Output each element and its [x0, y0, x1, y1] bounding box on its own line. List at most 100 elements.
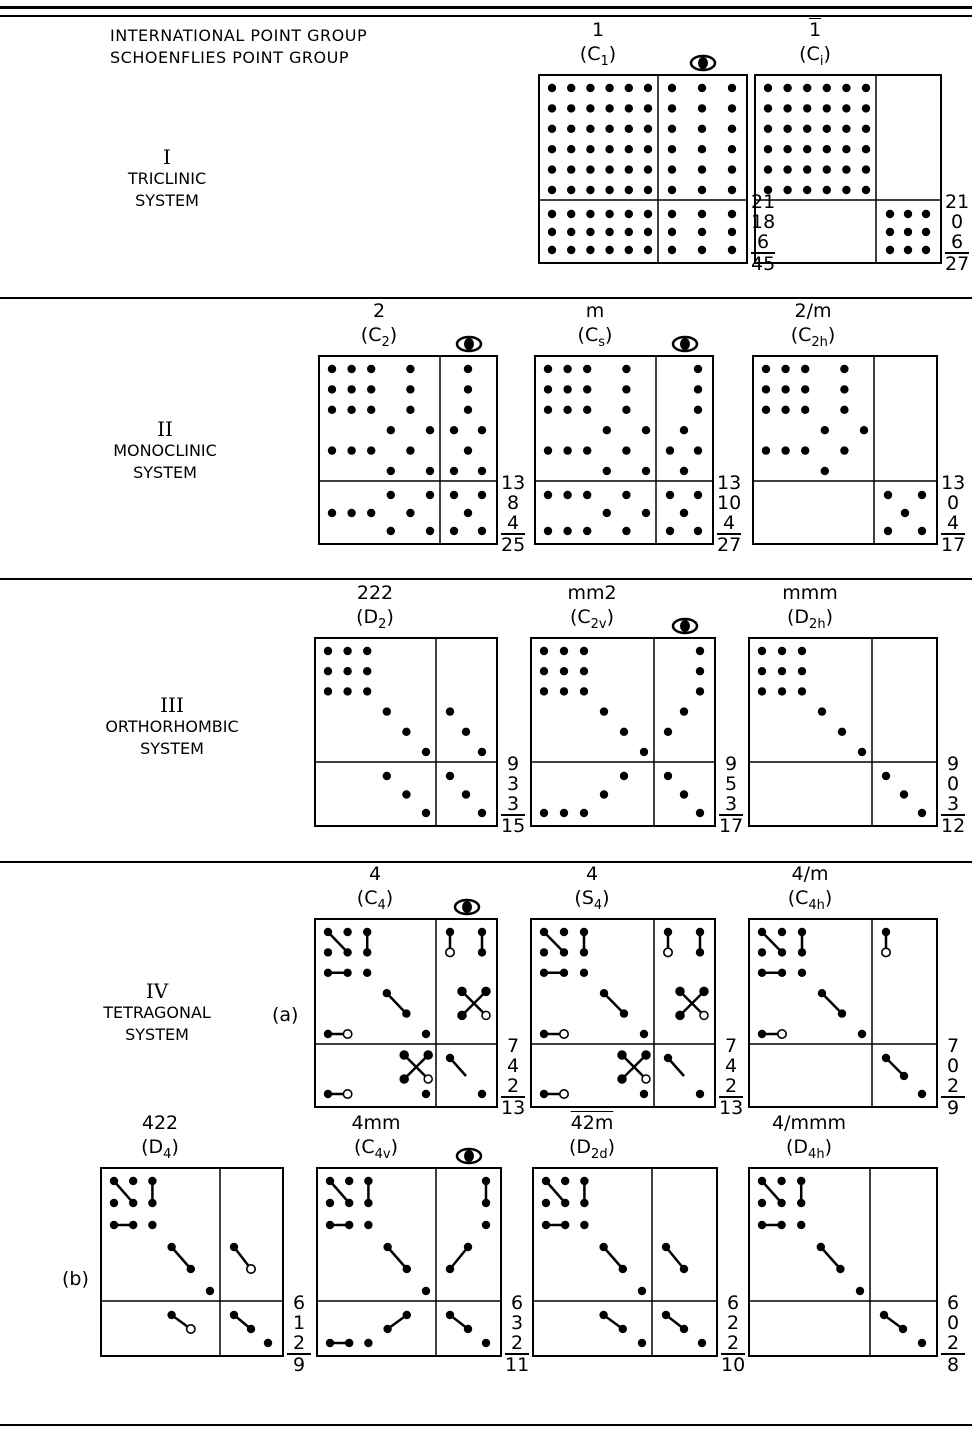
- filled-dot: [445, 927, 455, 937]
- filled-dot: [327, 364, 337, 374]
- filled-dot: [364, 1220, 373, 1230]
- filled-dot: [697, 245, 707, 255]
- filled-dot: [567, 227, 576, 237]
- filled-dot: [343, 948, 352, 957]
- filled-dot: [803, 185, 812, 195]
- filled-dot: [757, 1198, 767, 1208]
- open-dot: [481, 1010, 491, 1021]
- schoenflies-symbol: (C2h): [790, 324, 836, 350]
- filled-dot: [757, 948, 767, 957]
- filled-dot: [837, 727, 847, 736]
- filled-dot: [406, 385, 415, 394]
- filled-dot: [539, 968, 549, 977]
- filled-dot: [757, 927, 767, 937]
- filled-dot: [842, 104, 851, 113]
- filled-dot: [543, 446, 553, 455]
- schoenflies-symbol: (Cs): [577, 324, 613, 350]
- schoenflies-symbol: (D2h): [787, 606, 833, 632]
- filled-dot: [586, 245, 595, 255]
- filled-dot: [421, 1286, 431, 1296]
- point-group-label: 42m(D2d): [507, 1111, 677, 1167]
- filled-dot: [643, 104, 653, 113]
- tag-b: (b): [62, 1268, 89, 1290]
- filled-dot: [622, 526, 631, 536]
- filled-dot: [727, 245, 737, 255]
- count-term: 6: [510, 1292, 524, 1314]
- filled-dot: [543, 490, 553, 500]
- matrix-frame: [532, 1167, 718, 1357]
- filled-dot: [477, 808, 487, 818]
- filled-dot: [543, 526, 553, 536]
- filled-dot: [663, 1053, 673, 1063]
- filled-dot: [803, 165, 812, 174]
- eye-icon: [671, 335, 699, 353]
- schoenflies-symbol: (C4): [356, 887, 394, 913]
- filled-dot: [547, 209, 557, 219]
- eye-icon: [453, 898, 481, 916]
- filled-dot: [667, 185, 677, 195]
- divider-1: [0, 297, 972, 299]
- matrix-frame: [534, 355, 714, 545]
- count-total: 27: [945, 252, 970, 275]
- international-symbol: m: [510, 299, 680, 323]
- filled-dot: [667, 209, 677, 219]
- filled-dot: [885, 245, 895, 255]
- filled-dot: [622, 490, 631, 500]
- international-symbol: 4: [507, 862, 677, 886]
- filled-dot: [881, 1053, 891, 1063]
- filled-dot: [567, 104, 576, 113]
- international-symbol: 1: [513, 18, 683, 42]
- filled-dot: [639, 1029, 649, 1039]
- filled-dot: [643, 145, 653, 154]
- filled-dot: [402, 1264, 411, 1274]
- filled-dot: [665, 526, 675, 536]
- count-term: 6: [756, 231, 770, 253]
- filled-dot: [599, 1242, 608, 1252]
- system-word: SYSTEM: [133, 463, 197, 482]
- filled-dot: [803, 145, 812, 154]
- count-term: 3: [724, 793, 738, 815]
- filled-dot: [263, 1338, 273, 1348]
- filled-dot: [481, 1198, 491, 1208]
- filled-dot: [541, 1198, 551, 1208]
- filled-dot: [559, 646, 569, 656]
- filled-dot: [727, 165, 737, 174]
- filled-dot: [586, 124, 595, 133]
- filled-dot: [605, 209, 614, 219]
- filled-dot: [580, 1176, 589, 1186]
- filled-dot: [643, 209, 653, 219]
- filled-dot: [325, 1338, 335, 1348]
- filled-dot: [425, 466, 435, 476]
- count-term: 0: [950, 211, 964, 233]
- filled-dot: [445, 1264, 455, 1274]
- filled-dot: [445, 707, 455, 716]
- system-name: ORTHORHOMBIC: [105, 717, 239, 736]
- filled-dot: [917, 526, 927, 536]
- matrix-frame: [314, 918, 498, 1108]
- filled-dot: [561, 1176, 570, 1186]
- filled-dot: [406, 364, 415, 374]
- filled-dot: [617, 1050, 627, 1060]
- filled-dot: [539, 646, 549, 656]
- filled-dot: [599, 707, 609, 716]
- filled-dot: [327, 385, 337, 394]
- system-numeral: III: [160, 693, 184, 717]
- filled-dot: [363, 646, 372, 656]
- filled-dot: [586, 145, 595, 154]
- filled-dot: [547, 165, 557, 174]
- system-tetragonal: IV TETRAGONAL SYSTEM: [57, 980, 257, 1046]
- filled-dot: [899, 1071, 909, 1081]
- cross-link: [461, 990, 487, 1017]
- filled-dot: [547, 245, 557, 255]
- filled-dot: [449, 526, 459, 536]
- filled-dot: [842, 83, 851, 93]
- filled-dot: [921, 209, 931, 219]
- filled-dot: [541, 1176, 551, 1186]
- count-term: 3: [506, 793, 520, 815]
- schoenflies-label: SCHOENFLIES POINT GROUP: [110, 48, 349, 67]
- filled-dot: [727, 209, 737, 219]
- filled-dot: [693, 490, 703, 500]
